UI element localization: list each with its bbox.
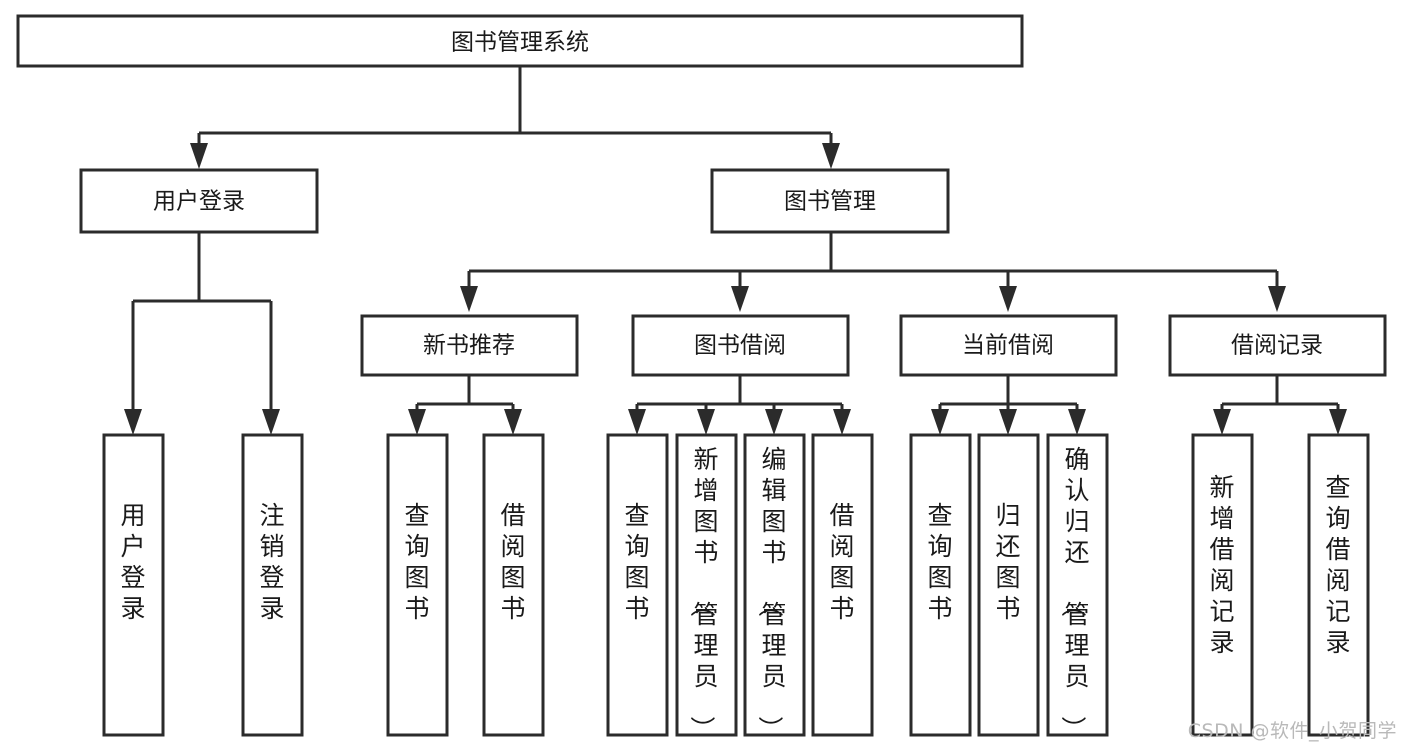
- node-user-login-label: 用户登录: [153, 189, 245, 215]
- arrow-to-leaf-user-logout: [262, 409, 280, 435]
- node-leaf-query-book-3-label: 查询图书: [927, 501, 952, 623]
- node-leaf-add-record-box[interactable]: [1191, 433, 1254, 737]
- arrow-to-current-borrow: [999, 286, 1017, 312]
- node-leaf-query-book-2-box[interactable]: [606, 433, 669, 737]
- node-leaf-user-logout[interactable]: 注销登录: [241, 433, 304, 737]
- node-current-borrow[interactable]: 当前借阅: [899, 314, 1118, 377]
- node-leaf-user-logout-label: 注销登录: [259, 501, 284, 623]
- node-leaf-add-book-label: 新增图书（管理员）: [687, 445, 718, 741]
- node-leaf-user-logout-box[interactable]: [241, 433, 304, 737]
- arrow-to-leaf-user-login: [124, 409, 142, 435]
- node-book-management-label: 图书管理: [784, 189, 876, 215]
- node-leaf-user-login-box[interactable]: [102, 433, 165, 737]
- arrow-to-leaf-query-book-2: [628, 409, 646, 435]
- node-borrow-record-box[interactable]: [1168, 314, 1387, 377]
- node-leaf-borrow-book-2[interactable]: 借阅图书: [811, 433, 874, 737]
- node-leaf-query-record-label: 查询借阅记录: [1325, 473, 1350, 657]
- node-leaf-query-book-2[interactable]: 查询图书: [606, 433, 669, 737]
- node-book-management-box[interactable]: [710, 168, 950, 234]
- node-leaf-query-book-1-box[interactable]: [386, 433, 449, 737]
- node-leaf-add-book-box[interactable]: [675, 433, 738, 737]
- arrow-to-leaf-query-book-3: [931, 409, 949, 435]
- node-new-book-recommend[interactable]: 新书推荐: [360, 314, 579, 377]
- node-root[interactable]: 图书管理系统: [16, 14, 1024, 68]
- node-leaf-add-book[interactable]: 新增图书（管理员）: [675, 433, 738, 741]
- csdn-watermark: CSDN @软件_小贺同学: [1187, 720, 1397, 742]
- arrow-to-book-borrow: [731, 286, 749, 312]
- node-leaf-borrow-book-2-box[interactable]: [811, 433, 874, 737]
- node-leaf-query-record-box[interactable]: [1307, 433, 1370, 737]
- node-book-borrow[interactable]: 图书借阅: [631, 314, 850, 377]
- arrow-to-user-login: [190, 143, 208, 169]
- node-current-borrow-box[interactable]: [899, 314, 1118, 377]
- node-leaf-query-book-1[interactable]: 查询图书: [386, 433, 449, 737]
- arrow-to-new-book-recommend: [460, 286, 478, 312]
- arrow-to-leaf-return-book: [999, 409, 1017, 435]
- node-leaf-confirm-return-box[interactable]: [1046, 433, 1109, 737]
- node-leaf-query-book-3[interactable]: 查询图书: [909, 433, 972, 737]
- node-book-management[interactable]: 图书管理: [710, 168, 950, 234]
- node-user-login-box[interactable]: [79, 168, 319, 234]
- node-leaf-borrow-book-2-label: 借阅图书: [829, 501, 854, 623]
- node-borrow-record-label: 借阅记录: [1231, 333, 1323, 359]
- node-leaf-return-book-box[interactable]: [977, 433, 1040, 737]
- node-leaf-borrow-book-1-label: 借阅图书: [500, 501, 525, 623]
- node-root-label: 图书管理系统: [451, 30, 589, 56]
- arrow-to-book-management: [822, 143, 840, 169]
- node-leaf-borrow-book-1[interactable]: 借阅图书: [482, 433, 545, 737]
- arrow-to-leaf-add-book: [697, 409, 715, 435]
- node-new-book-recommend-label: 新书推荐: [423, 333, 515, 359]
- arrow-to-leaf-query-record: [1329, 409, 1347, 435]
- arrow-to-leaf-query-book-1: [408, 409, 426, 435]
- node-leaf-user-login[interactable]: 用户登录: [102, 433, 165, 737]
- node-leaf-return-book[interactable]: 归还图书: [977, 433, 1040, 737]
- node-leaf-query-book-3-box[interactable]: [909, 433, 972, 737]
- arrow-to-leaf-confirm-return: [1068, 409, 1086, 435]
- node-new-book-recommend-box[interactable]: [360, 314, 579, 377]
- arrow-to-borrow-record: [1268, 286, 1286, 312]
- node-user-login[interactable]: 用户登录: [79, 168, 319, 234]
- node-leaf-add-record[interactable]: 新增借阅记录: [1191, 433, 1254, 737]
- arrow-to-leaf-borrow-book-1: [504, 409, 522, 435]
- node-leaf-return-book-label: 归还图书: [995, 501, 1020, 623]
- node-current-borrow-label: 当前借阅: [962, 333, 1054, 359]
- node-leaf-borrow-book-1-box[interactable]: [482, 433, 545, 737]
- node-leaf-query-book-1-label: 查询图书: [404, 501, 429, 623]
- arrow-to-leaf-add-record: [1213, 409, 1231, 435]
- arrow-to-leaf-edit-book: [765, 409, 783, 435]
- connector-layer: [124, 66, 1347, 435]
- node-root-box[interactable]: [16, 14, 1024, 68]
- node-leaf-confirm-return-label: 确认归还（管理员）: [1058, 445, 1089, 741]
- node-leaf-user-login-label: 用户登录: [120, 501, 145, 623]
- node-book-borrow-box[interactable]: [631, 314, 850, 377]
- node-leaf-query-record[interactable]: 查询借阅记录: [1307, 433, 1370, 737]
- node-leaf-add-record-label: 新增借阅记录: [1209, 473, 1234, 657]
- node-leaf-edit-book-label: 编辑图书（管理员）: [755, 445, 786, 741]
- arrow-to-leaf-borrow-book-2: [833, 409, 851, 435]
- node-leaf-edit-book-box[interactable]: [743, 433, 806, 737]
- node-borrow-record[interactable]: 借阅记录: [1168, 314, 1387, 377]
- node-leaf-confirm-return[interactable]: 确认归还（管理员）: [1046, 433, 1109, 741]
- node-leaf-edit-book[interactable]: 编辑图书（管理员）: [743, 433, 806, 741]
- node-book-borrow-label: 图书借阅: [694, 333, 786, 359]
- node-leaf-query-book-2-label: 查询图书: [624, 501, 649, 623]
